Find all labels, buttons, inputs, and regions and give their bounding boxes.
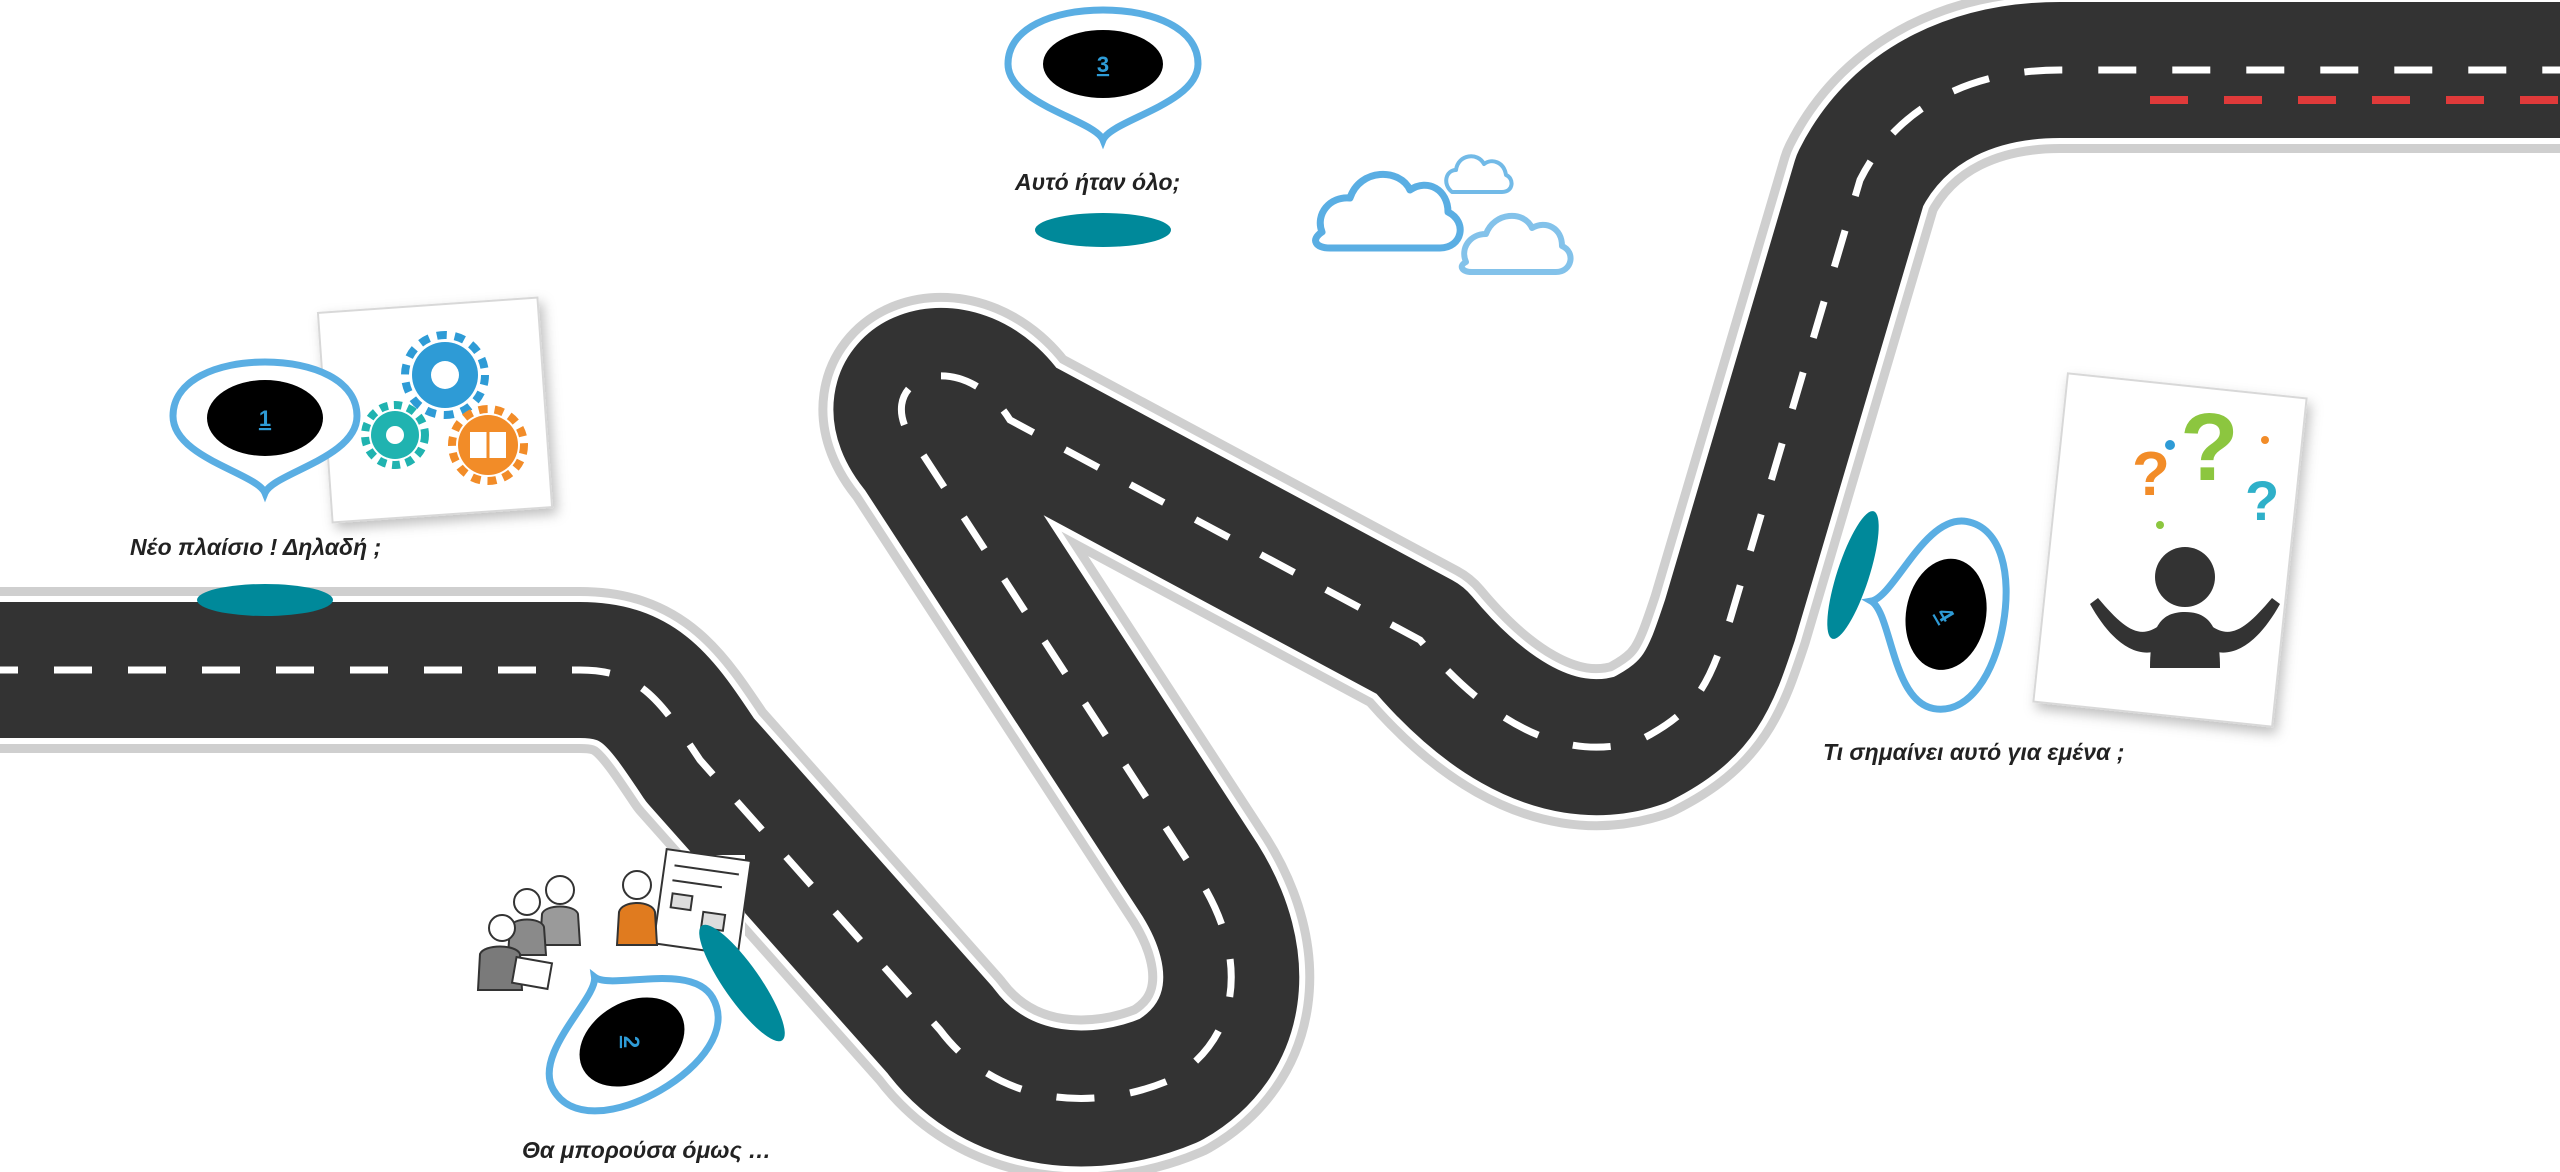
svg-text:?: ? <box>2245 469 2279 532</box>
stop-4-caption: Τι σημαίνει αυτό για εμένα ; <box>1823 739 2124 765</box>
stop-3-number: 3 <box>1097 52 1109 77</box>
cloud-icon <box>1316 174 1461 248</box>
milestone-disc-1 <box>197 584 333 616</box>
stop-1-caption: Νέο πλαίσιο ! Δηλαδή ; <box>130 534 381 560</box>
stop-3-pin[interactable]: 3 <box>1008 10 1198 140</box>
stop-3-caption: Αυτό ήταν όλο; <box>1014 169 1180 195</box>
cloud-icon <box>1462 216 1571 272</box>
stop-2-number: 2 <box>619 1036 644 1048</box>
illustration-stop-4: ? ? ? <box>2033 373 2306 726</box>
illustration-card <box>2033 373 2306 726</box>
stop-2-caption: Θα μπορούσα όμως … <box>522 1137 771 1163</box>
milestone-disc-3 <box>1035 213 1171 247</box>
cloud-icon <box>1446 156 1511 192</box>
svg-text:?: ? <box>2132 440 2170 509</box>
stop-1-number: 1 <box>259 406 271 431</box>
cloud-icon-group <box>1316 156 1571 272</box>
svg-text:?: ? <box>2180 394 2239 501</box>
stop-4-pin[interactable]: 4 <box>1855 508 2020 718</box>
